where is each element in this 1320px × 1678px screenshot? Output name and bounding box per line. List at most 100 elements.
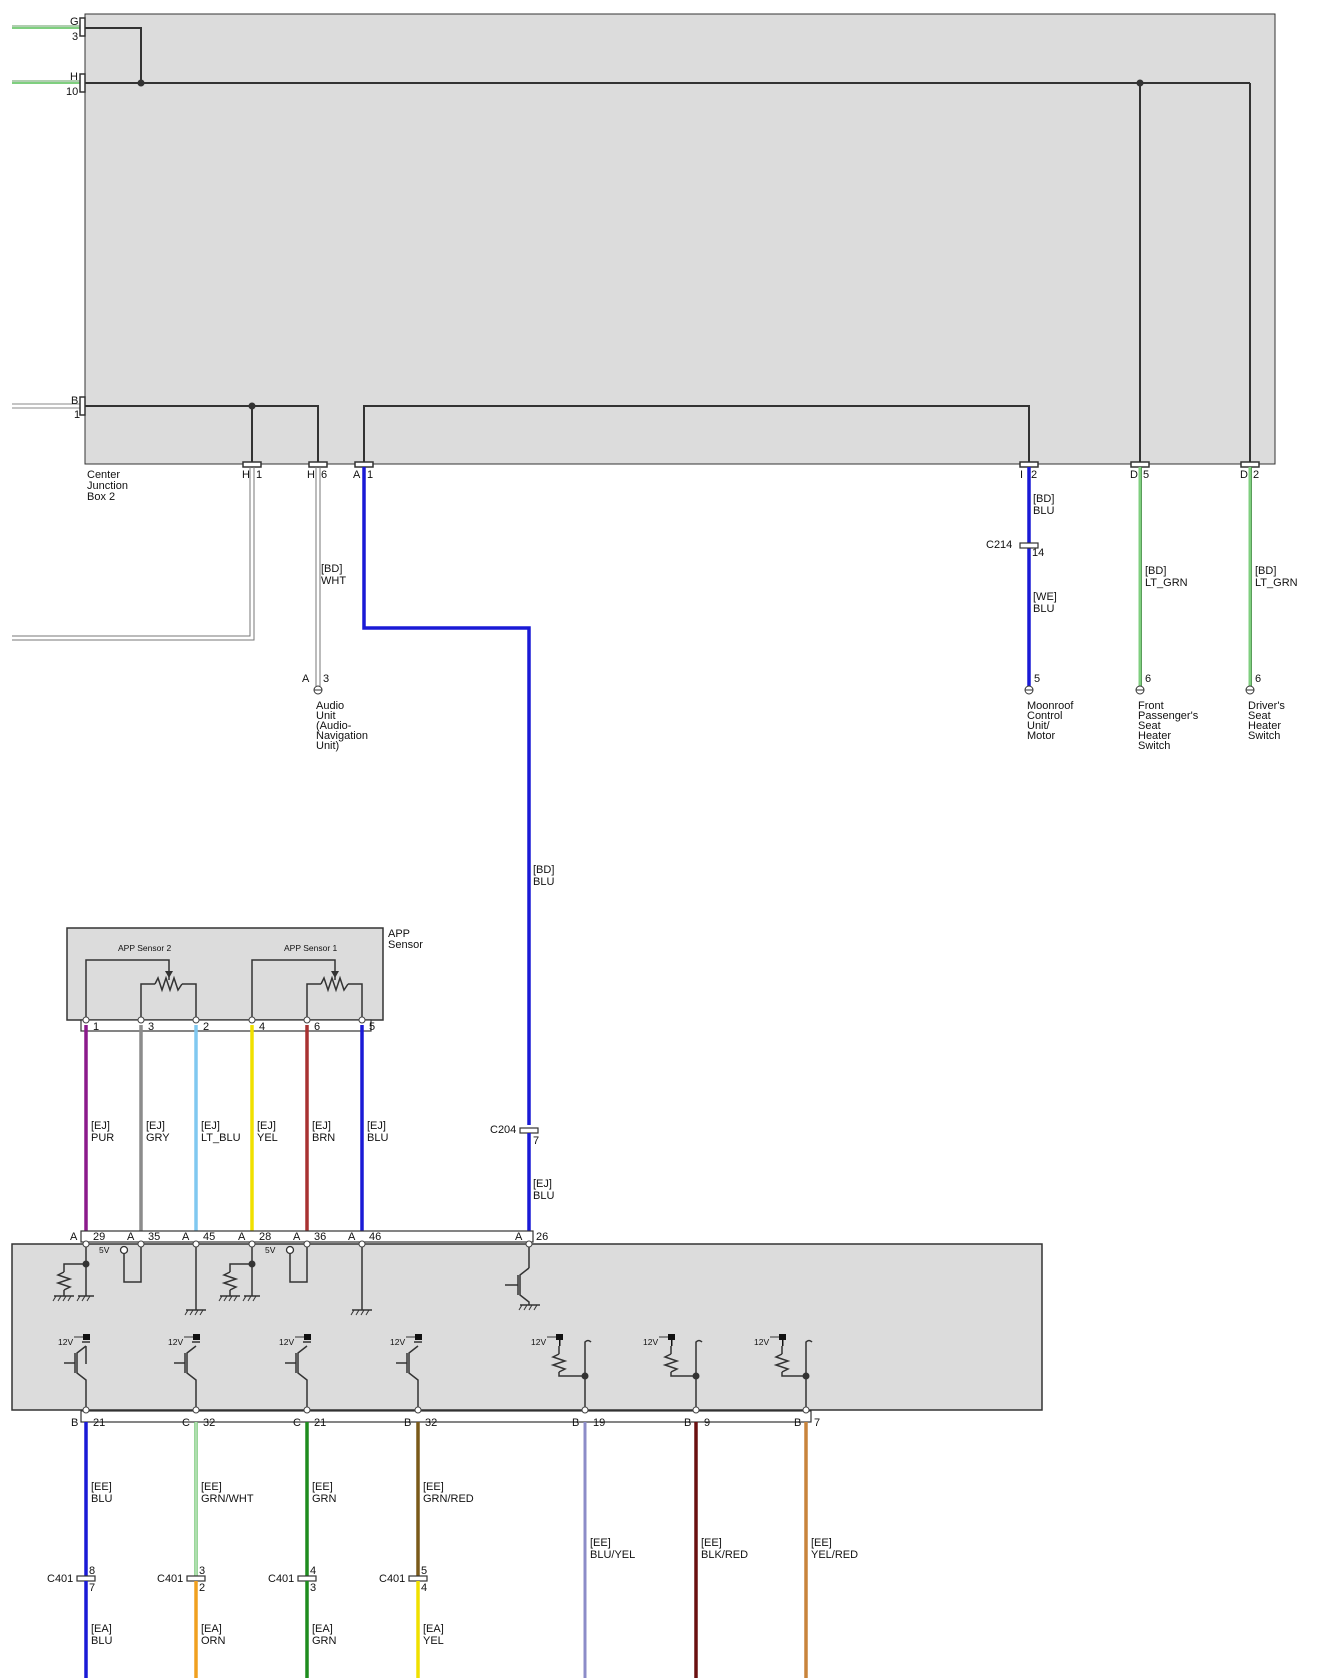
5v-label-1: 5V: [99, 1245, 110, 1255]
pin-i2-letter: I: [1020, 469, 1023, 481]
ecm-top-pin-a29-letter: A: [70, 1231, 78, 1243]
wire-driver: [1248, 467, 1252, 686]
ea-wire-code-4: [EA]: [423, 1623, 444, 1635]
ecm-top-pin-a26-num: 26: [536, 1231, 548, 1243]
junction-input-h: H 10: [12, 71, 86, 98]
junction-input-g: G 3: [12, 16, 86, 43]
driver-label-2: Seat: [1248, 710, 1271, 722]
app-pin-2: 2: [203, 1021, 209, 1033]
c204-pin: 7: [533, 1135, 539, 1147]
front-pass-label-1: Front: [1138, 700, 1164, 712]
app-wire-code-4: [EJ]: [257, 1120, 276, 1132]
c401-bottom-3: 3: [310, 1582, 316, 1594]
long-blue-color: BLU: [533, 876, 554, 888]
c204-label: C204: [490, 1124, 516, 1136]
12v-label-2: 12V: [168, 1337, 183, 1347]
ea-wire-code-3: [EA]: [312, 1623, 333, 1635]
app-wire-code-6: [EJ]: [367, 1120, 386, 1132]
moonroof-wire-color-1: BLU: [1033, 505, 1054, 517]
ecm-bottom-pin-b21-letter: B: [71, 1417, 78, 1429]
pin-h1-letter: H: [242, 469, 250, 481]
moonroof-pin-num: 5: [1034, 673, 1040, 685]
c401-label-3: C401: [268, 1573, 294, 1585]
ecm-bottom-pin-b32-letter: B: [404, 1417, 411, 1429]
app-sensor-box: [66, 927, 384, 1021]
ee-wire-color-1: BLU: [91, 1493, 112, 1505]
ecm-bottom-internal: [64, 1339, 813, 1410]
ea-wire-color-2: ORN: [201, 1635, 226, 1647]
pin-d5-letter: D: [1130, 469, 1138, 481]
ecm-top-pin-a36-num: 36: [314, 1231, 326, 1243]
12v-label-7: 12V: [754, 1337, 769, 1347]
c401-top-1: 8: [89, 1565, 95, 1577]
12v-label-1: 12V: [58, 1337, 73, 1347]
ecm-bottom-pin-b21-num: 21: [93, 1417, 105, 1429]
splice-dot: [248, 402, 256, 410]
app-wire-code-1: [EJ]: [91, 1120, 110, 1132]
ecm-top-pin-a28-letter: A: [238, 1231, 246, 1243]
ee-wire-code-7: [EE]: [811, 1537, 832, 1549]
c401-label-1: C401: [47, 1573, 73, 1585]
ecm-bottom-connector: [80, 1410, 812, 1423]
app-sensor-1-label: APP Sensor 1: [284, 943, 338, 953]
c214-pin: 14: [1032, 547, 1044, 559]
ee-wire-color-5: BLU/YEL: [590, 1549, 635, 1561]
pin-g-num: 3: [72, 31, 78, 43]
center-junction-box: [84, 13, 1276, 465]
app-sensor-label-2: Sensor: [388, 939, 423, 951]
pin-h-num: 10: [66, 86, 78, 98]
app-wire-color-6: BLU: [367, 1132, 388, 1144]
audio-pin-letter: A: [302, 673, 310, 685]
moonroof-label-2: Control: [1027, 710, 1062, 722]
ee-wire-code-2: [EE]: [201, 1481, 222, 1493]
ecm-bottom-pin-b32-num: 32: [425, 1417, 437, 1429]
junction-box-label-3: Box 2: [87, 491, 115, 503]
pin-g-letter: G: [70, 16, 79, 28]
wire-audio-wht: [315, 467, 321, 686]
long-blue-code: [BD]: [533, 864, 554, 876]
pin-d2-num: 2: [1253, 469, 1259, 481]
ee-wire-color-2: GRN/WHT: [201, 1493, 254, 1505]
moonroof-label-1: Moonroof: [1027, 700, 1074, 712]
ee-wire-color-7: YEL/RED: [811, 1549, 858, 1561]
app-wire-color-1: PUR: [91, 1132, 114, 1144]
pin-d5-num: 5: [1143, 469, 1149, 481]
ea-wire-color-3: GRN: [312, 1635, 337, 1647]
moonroof-wire-code-2: [WE]: [1033, 591, 1057, 603]
ecm-bottom-pin-c32-num: 32: [203, 1417, 215, 1429]
c401-label-4: C401: [379, 1573, 405, 1585]
audio-wire-color: WHT: [321, 575, 346, 587]
app-pin-4: 4: [259, 1021, 265, 1033]
ecm-bottom-pin-c21-letter: C: [293, 1417, 301, 1429]
app-wire-code-3: [EJ]: [201, 1120, 220, 1132]
app-pin-3: 3: [148, 1021, 154, 1033]
wire-long-blue: [362, 467, 531, 1125]
ecm-bottom-pin-b9-num: 9: [704, 1417, 710, 1429]
audio-label-4: Navigation: [316, 730, 368, 742]
pin-h1-num: 1: [256, 469, 262, 481]
moonroof-label-4: Motor: [1027, 730, 1055, 742]
ea-wire-code-2: [EA]: [201, 1623, 222, 1635]
c401-bottom-1: 7: [89, 1582, 95, 1594]
moonroof-wire-color-2: BLU: [1033, 603, 1054, 615]
ee-wire-code-4: [EE]: [423, 1481, 444, 1493]
c214-connector: [1019, 542, 1039, 549]
audio-wire-code: [BD]: [321, 563, 342, 575]
ee-wire-color-4: GRN/RED: [423, 1493, 474, 1505]
c401-top-4: 5: [421, 1565, 427, 1577]
front-pass-label-4: Heater: [1138, 730, 1171, 742]
junction-internal-wiring: [85, 27, 1251, 464]
12v-label-3: 12V: [279, 1337, 294, 1347]
driver-label-4: Switch: [1248, 730, 1280, 742]
12v-supply-blocks: [83, 1334, 786, 1346]
audio-pin-num: 3: [323, 673, 329, 685]
moonroof-label-3: Unit/: [1027, 720, 1051, 732]
driver-label-1: Driver's: [1248, 700, 1285, 712]
wiper-arrow: [165, 971, 173, 978]
app-wire-color-4: YEL: [257, 1132, 278, 1144]
ground-symbols: [52, 1295, 538, 1316]
ecm-top-pin-a45-num: 45: [203, 1231, 215, 1243]
ecm-top-pin-a35-letter: A: [127, 1231, 135, 1243]
splice-dot: [82, 1260, 90, 1268]
moonroof-wire-code-1: [BD]: [1033, 493, 1054, 505]
